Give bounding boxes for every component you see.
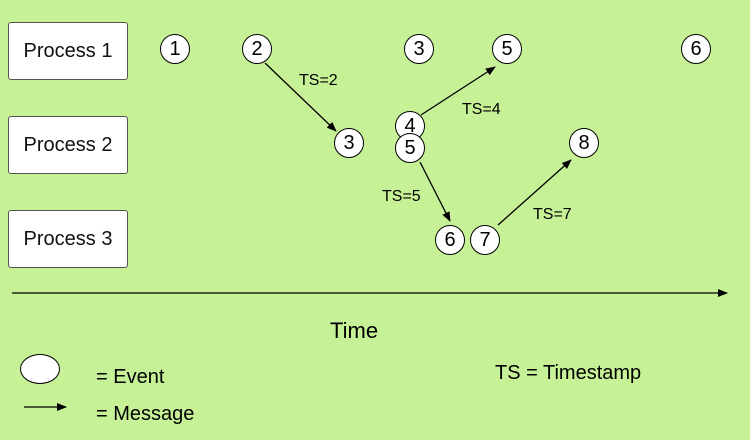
process-1-box: Process 1 <box>8 22 128 80</box>
time-axis-label: Time <box>330 318 379 343</box>
p1-event-1: 1 <box>160 34 190 64</box>
p1-event-3: 3 <box>404 34 434 64</box>
message-arrow-ts7 <box>497 159 572 226</box>
legend-message-text: = Message <box>96 403 195 425</box>
p2-event-3: 3 <box>334 128 364 158</box>
message-arrow-ts4 <box>420 66 496 116</box>
legend-timestamp-text: TS = Timestamp <box>495 362 642 384</box>
message-label-ts7: TS=7 <box>533 206 572 223</box>
p1-event-2: 2 <box>242 34 272 64</box>
process-3-box: Process 3 <box>8 210 128 268</box>
p1-event-6: 6 <box>681 34 711 64</box>
p1-event-5: 5 <box>492 34 522 64</box>
process-1-label: Process 1 <box>23 39 113 62</box>
message-arrow-ts5 <box>419 161 451 222</box>
legend-event-text: = Event <box>96 366 165 388</box>
message-arrow-ts2 <box>264 62 337 132</box>
p3-event-7: 7 <box>470 225 500 255</box>
p2-event-5: 5 <box>395 133 425 163</box>
message-label-ts5: TS=5 <box>382 188 421 205</box>
process-2-box: Process 2 <box>8 116 128 174</box>
process-3-label: Process 3 <box>23 227 113 250</box>
message-label-ts2: TS=2 <box>299 72 338 89</box>
p3-event-6: 6 <box>435 225 465 255</box>
legend-event-circle <box>20 354 60 384</box>
p2-event-8: 8 <box>569 128 599 158</box>
process-2-label: Process 2 <box>23 133 113 156</box>
message-label-ts4: TS=4 <box>462 101 501 118</box>
